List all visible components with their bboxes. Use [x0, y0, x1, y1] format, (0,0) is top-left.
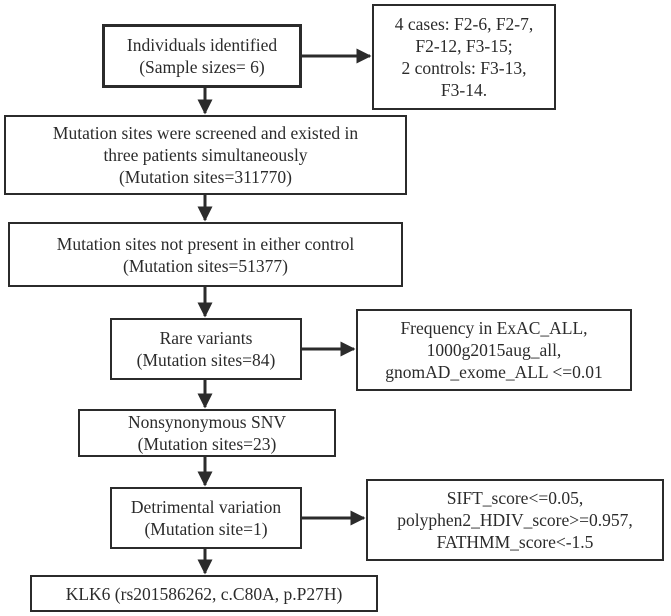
frequency-box: Frequency in ExAC_ALL, 1000g2015aug_all,…	[356, 309, 632, 391]
nonsyn-box: Nonsynonymous SNV (Mutation sites=23)	[78, 409, 336, 457]
samples-line-3: 2 controls: F3-13,	[401, 58, 527, 78]
frequency-line-1: Frequency in ExAC_ALL,	[400, 318, 588, 338]
frequency-line-3: gnomAD_exome_ALL <=0.01	[385, 362, 603, 382]
not-in-control-line-1: Mutation sites not present in either con…	[56, 233, 355, 254]
detrimental-line-1: Detrimental variation	[130, 497, 282, 517]
not-in-control-box: Mutation sites not present in either con…	[8, 222, 403, 287]
screened-box: Mutation sites were screened and existed…	[4, 115, 407, 195]
samples-line-4: F3-14.	[440, 80, 488, 100]
nonsyn-line-2: (Mutation sites=23)	[137, 434, 277, 454]
rare-line-1: Rare variants	[159, 328, 253, 348]
individuals-box: Individuals identified (Sample sizes= 6)	[102, 24, 302, 88]
result-line-1: KLK6 (rs201586262, c.C80A, p.P27H)	[65, 583, 343, 604]
detrimental-line-2: (Mutation site=1)	[144, 519, 268, 539]
samples-box: 4 cases: F2-6, F2-7, F2-12, F3-15; 2 con…	[372, 4, 556, 110]
samples-line-2: F2-12, F3-15;	[415, 36, 513, 56]
scores-line-2: polyphen2_HDIV_score>=0.957,	[397, 510, 633, 530]
detrimental-box: Detrimental variation (Mutation site=1)	[110, 487, 302, 549]
result-box: KLK6 (rs201586262, c.C80A, p.P27H)	[30, 575, 378, 612]
screened-line-3: (Mutation sites=311770)	[118, 167, 293, 187]
samples-line-1: 4 cases: F2-6, F2-7,	[394, 14, 534, 34]
scores-line-1: SIFT_score<=0.05,	[446, 488, 584, 508]
screened-line-2: three patients simultaneously	[103, 145, 308, 165]
not-in-control-line-2: (Mutation sites=51377)	[123, 255, 288, 276]
individuals-line-2: (Sample sizes= 6)	[139, 57, 265, 77]
rare-box: Rare variants (Mutation sites=84)	[110, 318, 302, 380]
scores-line-3: FATHMM_score<-1.5	[436, 532, 594, 552]
screened-line-1: Mutation sites were screened and existed…	[52, 123, 359, 143]
individuals-line-1: Individuals identified	[126, 35, 278, 55]
scores-box: SIFT_score<=0.05, polyphen2_HDIV_score>=…	[366, 479, 664, 561]
frequency-line-2: 1000g2015aug_all,	[426, 340, 562, 360]
rare-line-2: (Mutation sites=84)	[136, 350, 276, 370]
nonsyn-line-1: Nonsynonymous SNV	[127, 412, 286, 432]
